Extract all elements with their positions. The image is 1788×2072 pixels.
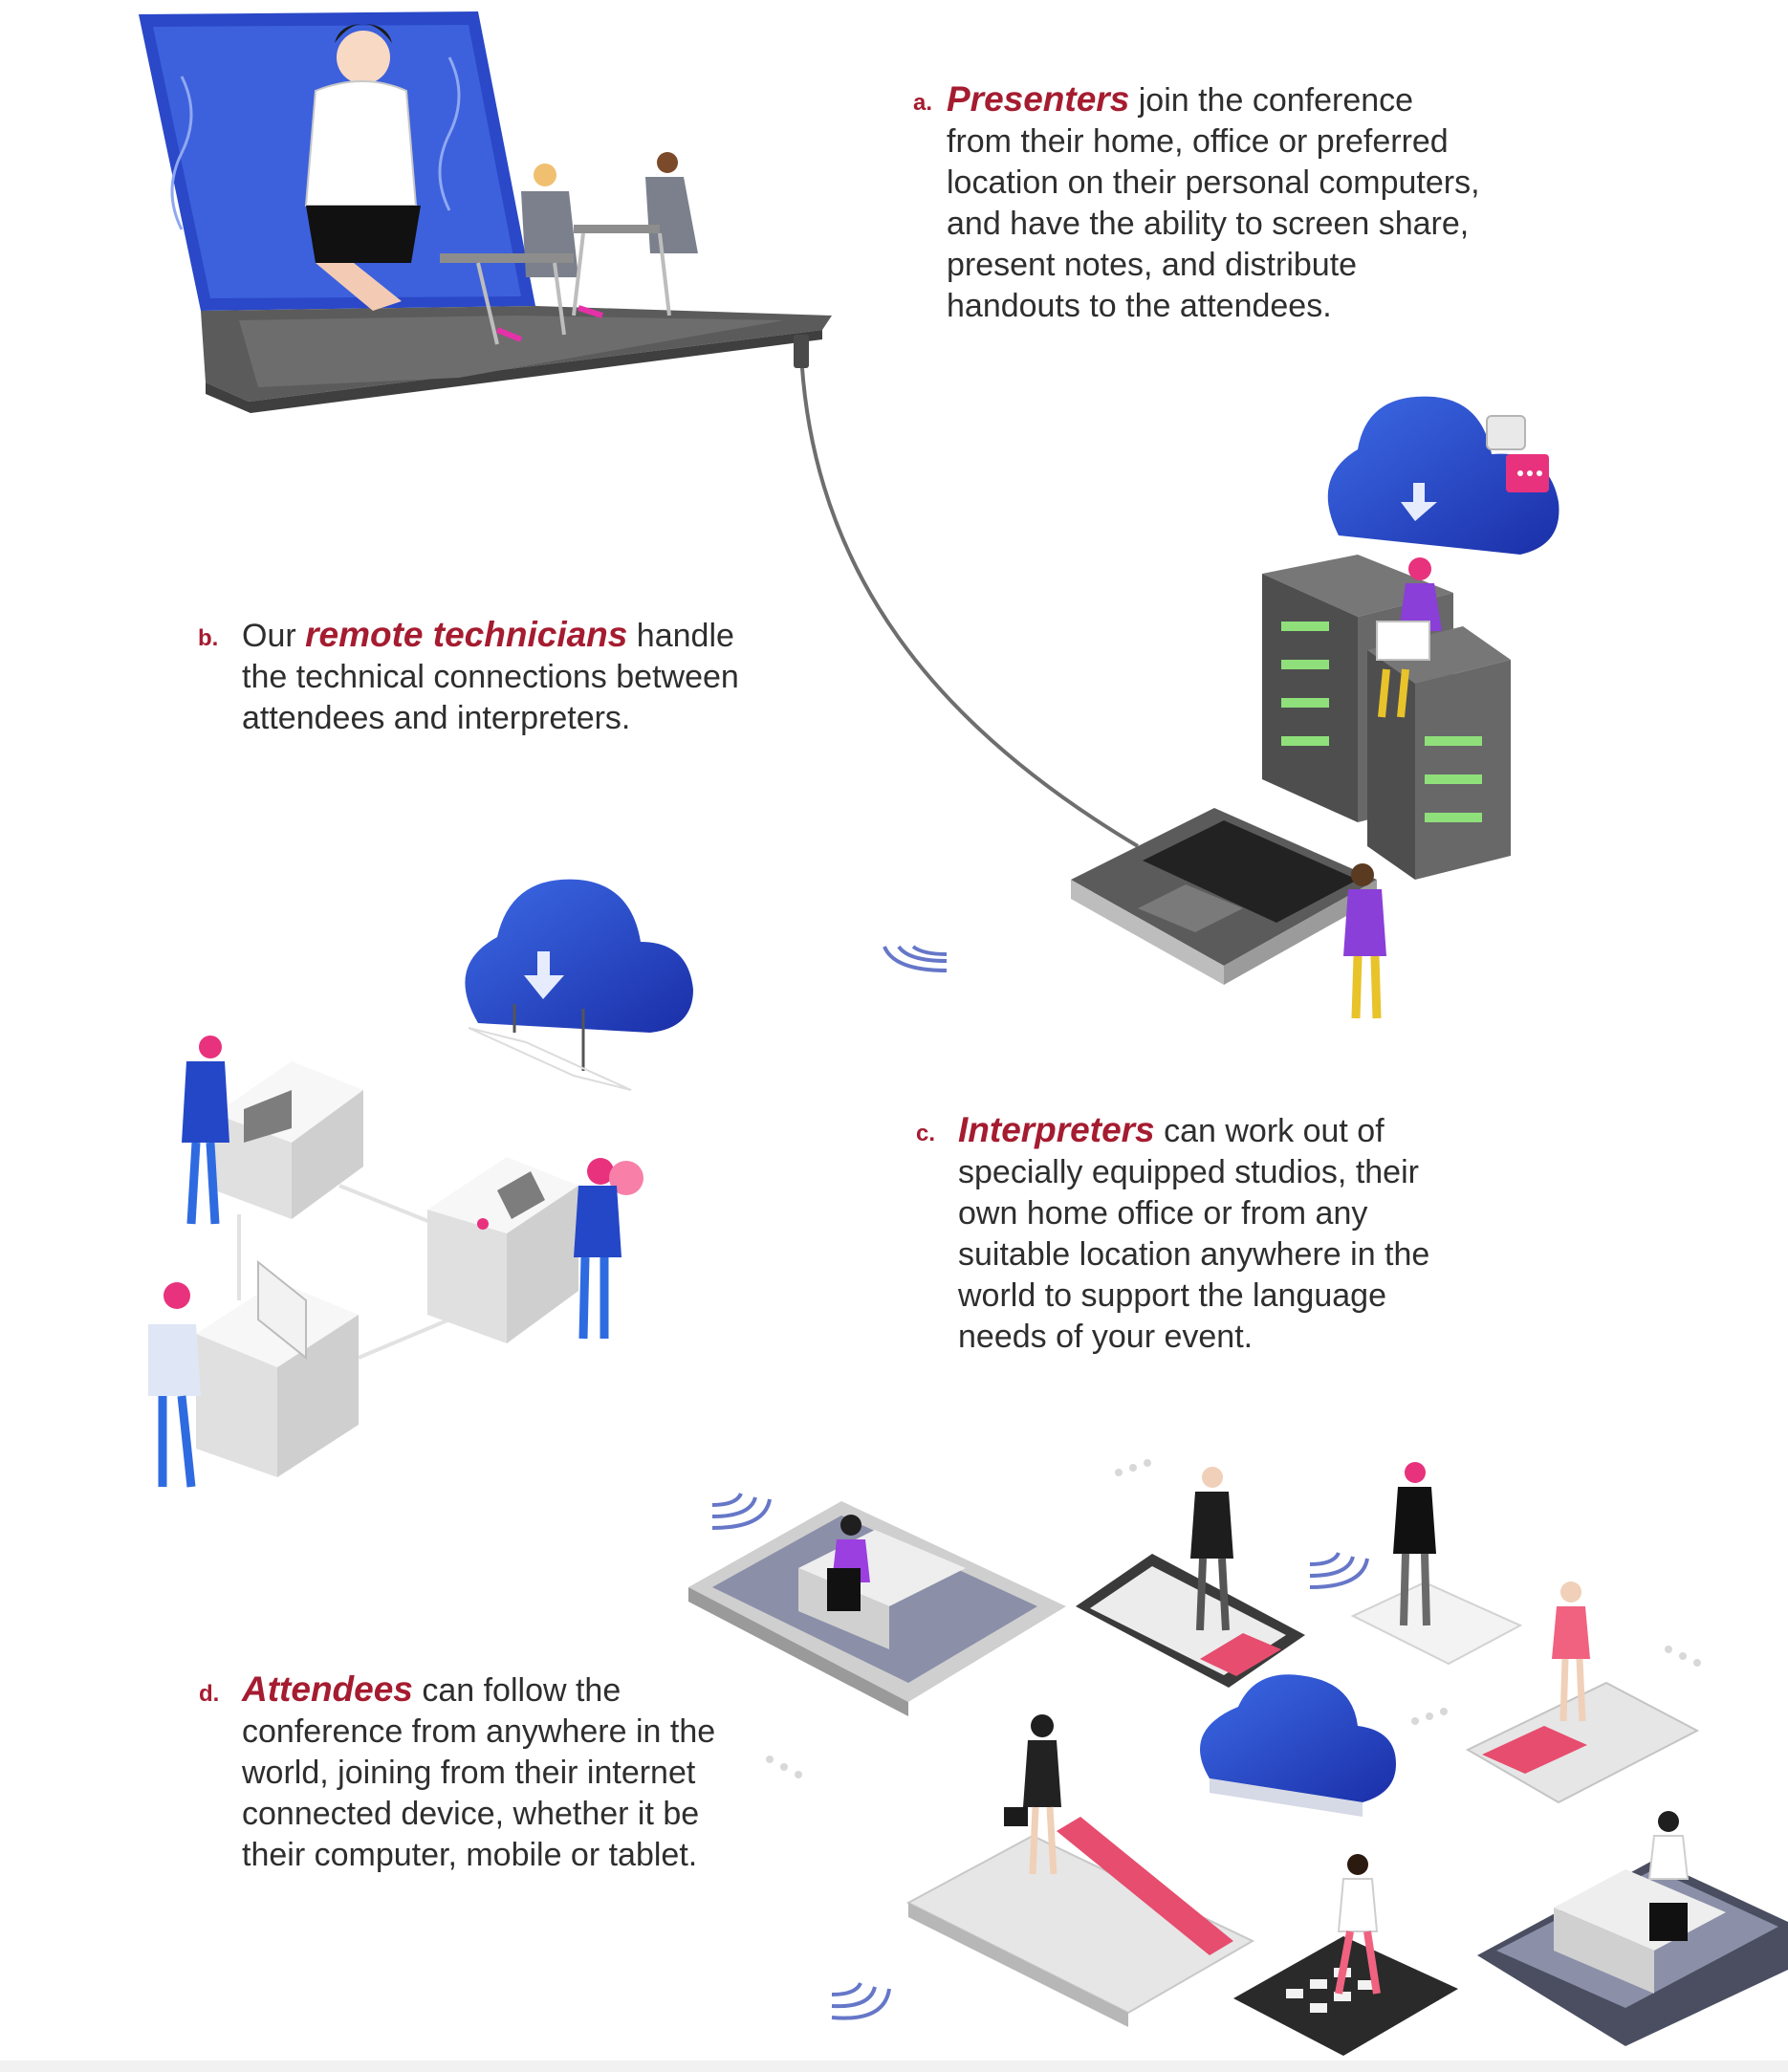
wifi-signal-icon xyxy=(883,945,948,972)
network-lines xyxy=(237,1184,450,1360)
step-marker: d. xyxy=(199,1681,220,1707)
step-highlight: Attendees xyxy=(242,1669,413,1709)
tablet-icon xyxy=(905,1714,1255,2027)
step-body: handle the technical connections between… xyxy=(242,618,739,736)
step-body: join the conference from their home, off… xyxy=(947,82,1480,324)
step-body: can follow the conference from anywhere … xyxy=(242,1672,716,1873)
desk-workstation-icon xyxy=(427,1157,643,1343)
desk-workstation-icon xyxy=(148,1259,359,1488)
step-text: Attendees can follow the conference from… xyxy=(242,1669,758,1876)
step-marker: a. xyxy=(913,90,933,116)
tablet-icon xyxy=(688,1501,1066,1716)
cloud-icon xyxy=(1200,1674,1396,1817)
presenter-laptop-icon xyxy=(139,11,832,413)
person-icon xyxy=(1350,1462,1523,1666)
step-text: Our remote technicians handle the techni… xyxy=(242,614,777,739)
cloud-icon xyxy=(465,879,693,1091)
step-marker: b. xyxy=(198,625,219,651)
chat-bubble-icon xyxy=(1486,415,1549,492)
keyboard-icon xyxy=(1071,808,1377,985)
smartphone-icon xyxy=(1076,1467,1305,1688)
server-rack-icon xyxy=(1262,555,1511,880)
cloud-icon xyxy=(1327,396,1559,555)
step-prefix: Our xyxy=(242,618,306,654)
connection-cable xyxy=(799,353,1140,848)
page-footer-band xyxy=(0,2061,1788,2072)
tablet-icon xyxy=(1477,1811,1788,2046)
person-icon xyxy=(1343,863,1386,1019)
keyboard-icon xyxy=(1233,1854,1458,2056)
step-highlight: Interpreters xyxy=(958,1110,1155,1149)
step-highlight: Presenters xyxy=(947,79,1130,119)
person-icon xyxy=(1376,557,1442,718)
step-marker: c. xyxy=(916,1121,936,1146)
step-body: can work out of specially equipped studi… xyxy=(958,1113,1430,1355)
tablet-icon xyxy=(1465,1581,1700,1804)
step-highlight: remote technicians xyxy=(305,615,628,654)
step-text: Presenters join the conference from thei… xyxy=(947,78,1482,327)
step-text: Interpreters can work out of specially e… xyxy=(958,1109,1474,1358)
wifi-signal-icon xyxy=(711,1493,1369,2020)
desk-workstation-icon xyxy=(182,1036,363,1225)
connection-dots xyxy=(766,1459,1701,1778)
